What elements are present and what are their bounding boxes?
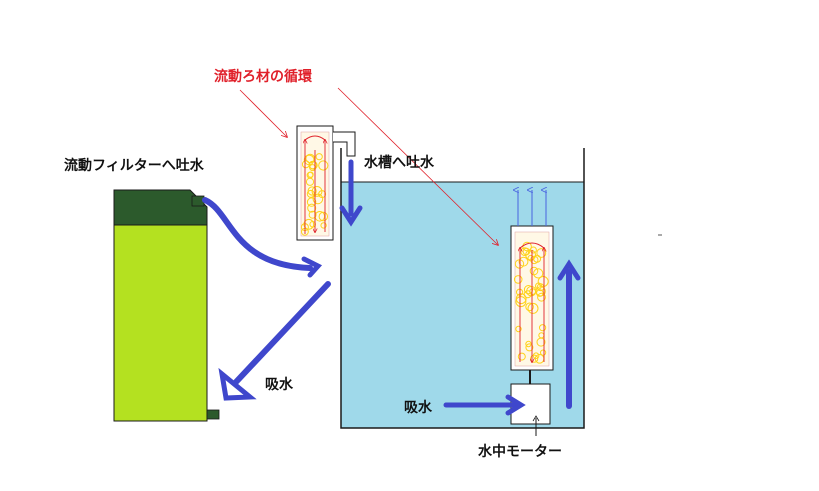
title-pointer-lines xyxy=(239,87,498,245)
media-ball xyxy=(307,186,317,196)
media-ball xyxy=(315,153,323,161)
fluid-filter xyxy=(113,189,220,422)
media-ball xyxy=(522,241,532,252)
media-ball xyxy=(532,352,540,360)
media-ball xyxy=(540,349,547,356)
media-ball xyxy=(301,160,310,169)
media-ball xyxy=(318,190,327,199)
media-ball xyxy=(312,193,324,205)
media-ball xyxy=(527,302,539,314)
media-ball xyxy=(306,197,317,207)
media-ball xyxy=(537,292,546,302)
media-ball xyxy=(311,186,323,197)
media-ball xyxy=(307,203,317,213)
circulation-arrows-lower xyxy=(520,242,544,362)
media-ball xyxy=(525,340,532,348)
title-media-circulation: 流動ろ材の循環 xyxy=(214,69,312,85)
media-ball xyxy=(526,286,537,297)
media-ball xyxy=(522,247,531,256)
circulation-arrows-upper xyxy=(305,135,325,234)
media-ball xyxy=(527,254,534,262)
media-ball xyxy=(515,325,522,333)
media-ball xyxy=(318,211,328,222)
media-ball xyxy=(306,171,314,179)
media-ball xyxy=(320,222,327,229)
media-ball xyxy=(536,289,544,297)
media-ball xyxy=(306,189,315,198)
media-ball xyxy=(303,218,315,230)
label-suction-left: 吸水 xyxy=(265,377,293,393)
media-balls-lower xyxy=(513,241,549,364)
media-ball xyxy=(518,256,529,267)
media-ball xyxy=(529,246,537,254)
media-ball xyxy=(537,276,549,287)
flow-arrows xyxy=(202,159,581,416)
outflow-arrows xyxy=(518,190,546,226)
media-ball xyxy=(525,302,534,312)
media-ball xyxy=(515,296,527,308)
media-ball xyxy=(309,164,317,172)
media-ball xyxy=(517,352,526,361)
media-ball xyxy=(536,248,547,258)
media-ball xyxy=(539,324,547,332)
media-ball xyxy=(513,275,523,284)
media-ball xyxy=(318,160,329,171)
media-ball xyxy=(523,285,534,295)
label-suction-right: 吸水 xyxy=(404,400,432,416)
media-ball xyxy=(515,293,527,305)
media-ball xyxy=(536,337,546,347)
label-to-tank: 水槽へ吐水 xyxy=(364,155,434,171)
media-ball xyxy=(525,343,534,352)
label-submersible-motor: 水中モーター xyxy=(478,444,562,460)
label-to-fluid-filter: 流動フィルターへ吐水 xyxy=(64,158,204,174)
media-ball xyxy=(308,210,317,219)
media-ball xyxy=(533,268,544,279)
media-ball xyxy=(520,247,530,257)
motor-pointer-line xyxy=(532,415,540,436)
